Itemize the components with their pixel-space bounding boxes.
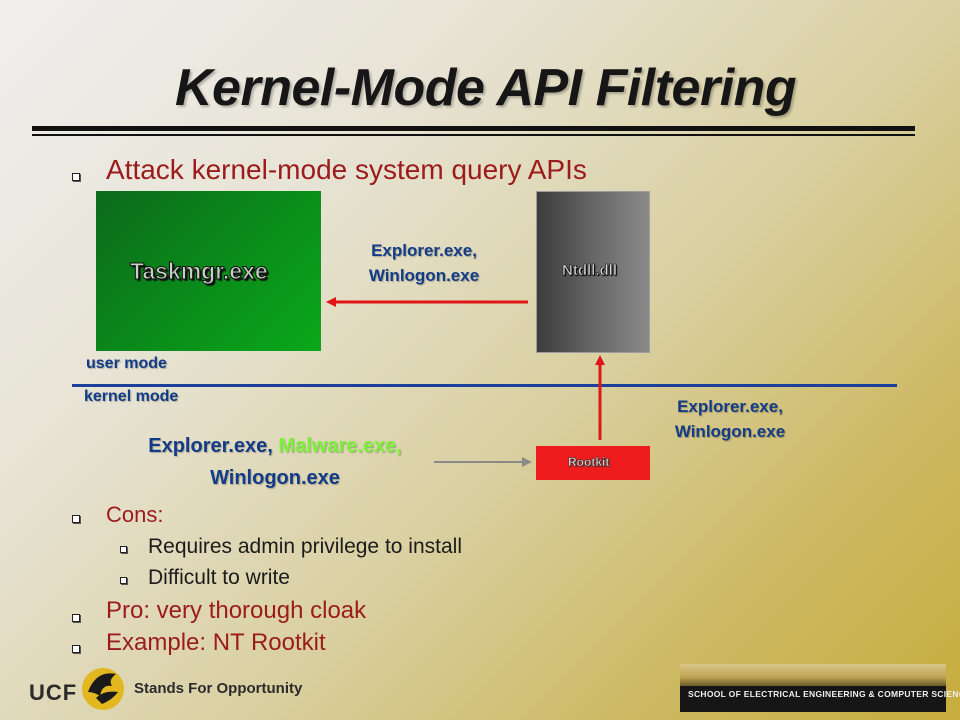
sub-bullet-square-icon — [120, 546, 127, 553]
cons-item: Difficult to write — [148, 566, 290, 589]
bullet-square-icon — [72, 645, 80, 653]
user-kernel-boundary-line — [72, 384, 897, 387]
ucf-tagline: Stands For Opportunity — [134, 680, 303, 697]
process-explorer: Explorer.exe, — [148, 435, 273, 457]
process-winlogon: Winlogon.exe — [210, 467, 340, 489]
title-underline-thin — [32, 134, 915, 136]
cons-label: Cons: — [106, 502, 164, 527]
bullet-square-icon — [72, 614, 80, 622]
sub-bullet-square-icon — [120, 577, 127, 584]
ntdll-label: Ntdll.dll — [562, 262, 618, 280]
pro-text: Pro: very thorough cloak — [106, 597, 367, 624]
rootkit-box — [536, 446, 650, 480]
main-bullet-text: Attack kernel-mode system query APIs — [106, 154, 587, 185]
slide-title: Kernel-Mode API Filtering — [175, 59, 797, 117]
taskmgr-box — [96, 191, 321, 351]
kernel-mode-label: kernel mode — [84, 388, 179, 405]
user-mode-label: user mode — [86, 355, 167, 372]
bullet-square-icon — [72, 173, 80, 181]
kernel-process-list-line1: Explorer.exe, Malware.exe, — [100, 430, 450, 462]
right-result-label-line1: Explorer.exe, — [677, 397, 783, 416]
top-arrow-label-line2: Winlogon.exe — [368, 266, 480, 285]
school-banner-gold-strip — [680, 664, 946, 686]
kernel-process-list: Explorer.exe, Malware.exe, Winlogon.exe — [100, 430, 450, 494]
top-arrow-label: Explorer.exe, Winlogon.exe — [350, 238, 498, 288]
school-banner-text: SCHOOL OF ELECTRICAL ENGINEERING & COMPU… — [688, 689, 960, 699]
title-underline — [32, 126, 915, 131]
process-malware: Malware.exe, — [278, 435, 402, 457]
top-arrow-label-line1: Explorer.exe, — [371, 241, 477, 260]
right-result-label: Explorer.exe, Winlogon.exe — [655, 394, 805, 444]
ntdll-box — [536, 191, 650, 353]
example-text: Example: NT Rootkit — [106, 629, 326, 656]
right-result-label-line2: Winlogon.exe — [674, 422, 786, 441]
ucf-logo-text: UCF — [29, 680, 78, 705]
cons-item: Requires admin privilege to install — [148, 535, 462, 558]
bullet-square-icon — [72, 515, 80, 523]
rootkit-label: Rootkit — [568, 455, 610, 469]
pegasus-logo-icon — [82, 668, 124, 710]
taskmgr-label: Taskmgr.exe — [130, 258, 269, 285]
